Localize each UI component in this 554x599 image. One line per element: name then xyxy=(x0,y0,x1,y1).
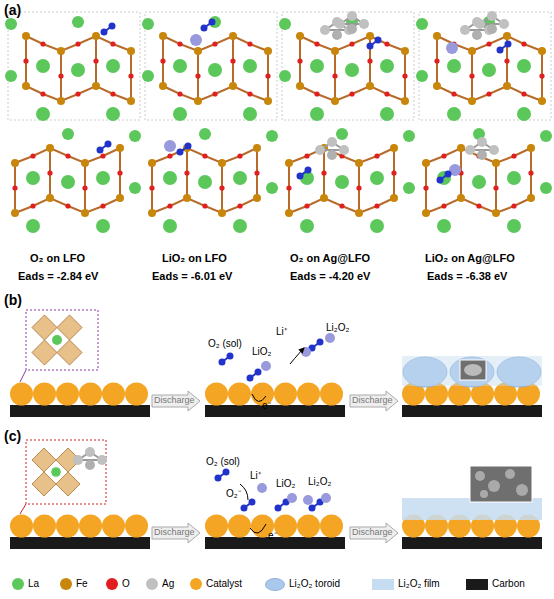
legend-swatch xyxy=(265,578,285,591)
caption-text: LiO₂ xyxy=(252,346,271,358)
legend-text: Catalyst xyxy=(206,578,242,590)
caption-text: O₂ (sol) xyxy=(206,456,240,468)
inset-box xyxy=(26,310,98,370)
caption-text: LiO₂ on Ag@LFO xyxy=(425,252,515,265)
caption-text: O₂⁻ xyxy=(226,488,241,500)
caption-text: LiO₂ xyxy=(276,478,295,490)
caption-text: Eads = -4.20 eV xyxy=(290,270,370,283)
caption-text: Li⁺ xyxy=(250,470,261,482)
caption-text: LiO₂ on LFO xyxy=(162,252,227,265)
legend-text: Li₂O₂ toroid xyxy=(289,578,340,590)
arrow-label: Discharge xyxy=(154,395,195,405)
side-views xyxy=(11,128,552,233)
caption-text: Li₂O₂ xyxy=(326,322,349,334)
legend-swatch xyxy=(60,578,72,590)
caption-text: O₂ on Ag@LFO xyxy=(290,252,370,265)
legend-swatch xyxy=(146,578,158,590)
caption-text: O₂ on LFO xyxy=(30,252,85,265)
legend-swatch xyxy=(12,578,24,590)
legend-swatch xyxy=(106,578,118,590)
legend-text: Li₂O₂ film xyxy=(398,578,440,590)
arrow-label: Discharge xyxy=(352,527,393,537)
legend-swatch xyxy=(372,579,394,590)
arrow-label: Discharge xyxy=(154,527,195,537)
panel-label: (b) xyxy=(4,292,22,308)
top-views xyxy=(5,16,546,121)
caption-text: Li⁺ xyxy=(276,326,287,338)
cell-frame xyxy=(8,12,551,120)
sem-inset xyxy=(460,360,486,380)
caption-text: O₂ (sol) xyxy=(208,338,242,350)
caption-text: Eads = -2.84 eV xyxy=(18,270,98,283)
arrow-label: Discharge xyxy=(352,395,393,405)
legend-swatch xyxy=(190,578,202,590)
sem-inset xyxy=(470,466,532,502)
legend-swatch xyxy=(466,579,488,590)
caption-text: Li₂O₂ xyxy=(308,476,331,488)
legend-text: O xyxy=(122,578,130,590)
panel-label: (c) xyxy=(4,428,21,444)
caption-text: e⁻ xyxy=(268,530,277,542)
legend-text: Fe xyxy=(76,578,88,590)
panel-label: (a) xyxy=(4,2,21,18)
legend-text: Ag xyxy=(162,578,174,590)
toroids xyxy=(403,357,541,387)
legend-text: Carbon xyxy=(492,578,525,590)
inset-box xyxy=(26,440,106,504)
caption-text: Eads = -6.01 eV xyxy=(152,270,232,283)
caption-text: Eads = -6.38 eV xyxy=(427,270,507,283)
legend-text: La xyxy=(28,578,39,590)
caption-text: e⁻ xyxy=(262,400,271,412)
adsorbates xyxy=(97,11,512,184)
